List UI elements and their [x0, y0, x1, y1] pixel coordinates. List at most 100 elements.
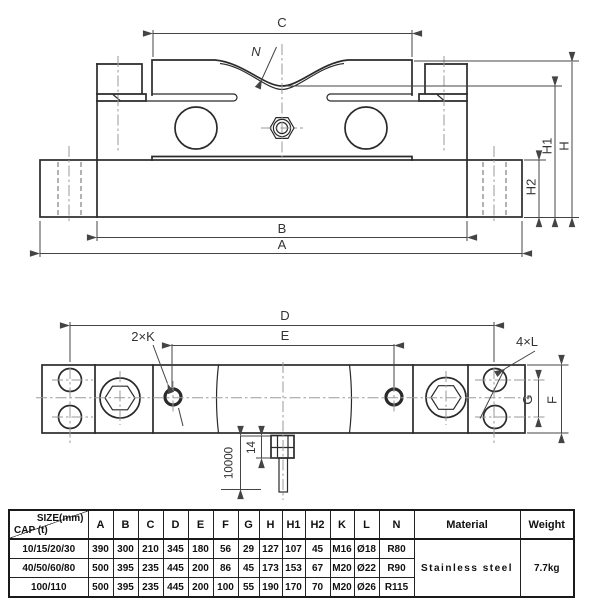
col-header-N: N	[378, 509, 415, 540]
dim-B: B	[86, 221, 478, 241]
material-cell: Stainless steel	[413, 538, 521, 598]
dim-label-10000: 10000	[224, 447, 236, 479]
table-header-row: SIZE(mm) CAP (t) A B C D E F G H H1 H2 K…	[8, 509, 575, 540]
dim-H: H	[414, 51, 579, 228]
plan-centerlines	[36, 362, 547, 500]
row-cap-label: 10/15/20/30	[8, 538, 89, 559]
table-cell: 395	[112, 577, 139, 598]
table-cell: 153	[281, 558, 306, 578]
col-header-E: E	[187, 509, 214, 540]
table-cell: R80	[378, 538, 415, 559]
top-view: D E 2×K 4×L G F	[36, 308, 569, 500]
callout-label-2xK: 2×K	[131, 329, 155, 344]
dim-C: C	[142, 15, 423, 57]
col-header-weight: Weight	[519, 509, 575, 540]
table-cell: 395	[112, 558, 139, 578]
table-cell: R90	[378, 558, 415, 578]
table-cell: 200	[187, 577, 214, 598]
weight-cell: 7.7kg	[519, 538, 575, 598]
table-corner-cell: SIZE(mm) CAP (t)	[8, 509, 89, 540]
col-header-C: C	[137, 509, 164, 540]
clamp-block-right	[418, 63, 468, 102]
col-header-F: F	[212, 509, 239, 540]
table-cell: 235	[137, 558, 164, 578]
table-cell: Ø26	[353, 577, 380, 598]
table-cell: 67	[304, 558, 331, 578]
col-header-H2: H2	[304, 509, 331, 540]
front-centerlines	[68, 44, 495, 224]
col-header-H1: H1	[281, 509, 306, 540]
dim-label-C: C	[277, 15, 286, 30]
table-row: 40/50/60/80 500 395 235 445 200 86 45 17…	[8, 558, 574, 578]
col-header-D: D	[162, 509, 189, 540]
table-cell: 345	[162, 538, 189, 559]
table-cell: 170	[281, 577, 306, 598]
dim-D: D	[59, 308, 505, 362]
col-header-K: K	[329, 509, 355, 540]
dim-label-14: 14	[246, 441, 258, 454]
dim-cable-10000: 10000	[221, 425, 261, 500]
table-cell: 55	[237, 577, 260, 598]
dim-label-H: H	[557, 141, 572, 150]
corner-cap-label: CAP (t)	[14, 525, 48, 536]
dim-label-A: A	[278, 237, 287, 252]
col-header-B: B	[112, 509, 139, 540]
beam-hole-right	[344, 106, 388, 150]
table-cell: 56	[212, 538, 239, 559]
beam-hole-left	[174, 106, 218, 150]
table-cell: 45	[304, 538, 331, 559]
table-cell: M20	[329, 577, 355, 598]
dim-label-G: G	[520, 394, 535, 404]
dim-H2: H2	[524, 150, 546, 228]
table-cell: 173	[258, 558, 283, 578]
table-cell: 445	[162, 558, 189, 578]
callout-label-4xL: 4×L	[516, 334, 538, 349]
section-dividers	[94, 364, 469, 434]
table-cell: Ø22	[353, 558, 380, 578]
dim-E: E	[161, 328, 405, 387]
dim-label-E: E	[281, 328, 290, 343]
col-header-material: Material	[413, 509, 521, 540]
dim-label-F: F	[545, 396, 560, 404]
mount-holes-right	[482, 367, 508, 430]
clamp-block-left	[96, 63, 147, 102]
table-cell: 235	[137, 577, 164, 598]
table-cell: 500	[87, 558, 114, 578]
cable	[278, 457, 289, 493]
spec-table: SIZE(mm) CAP (t) A B C D E F G H H1 H2 K…	[8, 509, 575, 598]
table-row: 10/15/20/30 390 300 210 345 180 56 29 12…	[8, 538, 575, 598]
engineering-drawing: C N H H1 H2 B	[29, 15, 579, 500]
table-cell: 100	[212, 577, 239, 598]
col-header-A: A	[87, 509, 114, 540]
table-cell: 190	[258, 577, 283, 598]
table-cell: M20	[329, 558, 355, 578]
dim-gland-14: 14	[240, 425, 278, 469]
dim-G: G	[520, 369, 542, 428]
table-row: 100/110 500 395 235 445 200 100 55 190 1…	[8, 577, 574, 598]
table-cell: 180	[187, 538, 214, 559]
dim-H1: H1	[286, 76, 562, 228]
table-cell: 390	[87, 538, 114, 559]
table-cell: 29	[237, 538, 260, 559]
dim-label-H1: H1	[540, 138, 555, 155]
body-sides	[96, 63, 468, 218]
table-cell: 107	[281, 538, 306, 559]
table-cell: Ø18	[353, 538, 380, 559]
dim-A: A	[29, 221, 533, 257]
table-cell: 70	[304, 577, 331, 598]
table-cell: R115	[378, 577, 415, 598]
callout-4xL: 4×L	[479, 334, 538, 419]
table-cell: 500	[87, 577, 114, 598]
dim-label-D: D	[280, 308, 289, 323]
col-header-L: L	[353, 509, 380, 540]
table-cell: 445	[162, 577, 189, 598]
dim-label-N: N	[251, 44, 261, 59]
base-plate	[39, 159, 523, 218]
callout-2xK: 2×K	[131, 329, 184, 427]
table-cell: M16	[329, 538, 355, 559]
waist-arcs	[215, 364, 353, 434]
dim-F: F	[527, 354, 569, 444]
row-cap-label: 100/110	[8, 577, 89, 598]
dim-N: N	[251, 44, 277, 90]
